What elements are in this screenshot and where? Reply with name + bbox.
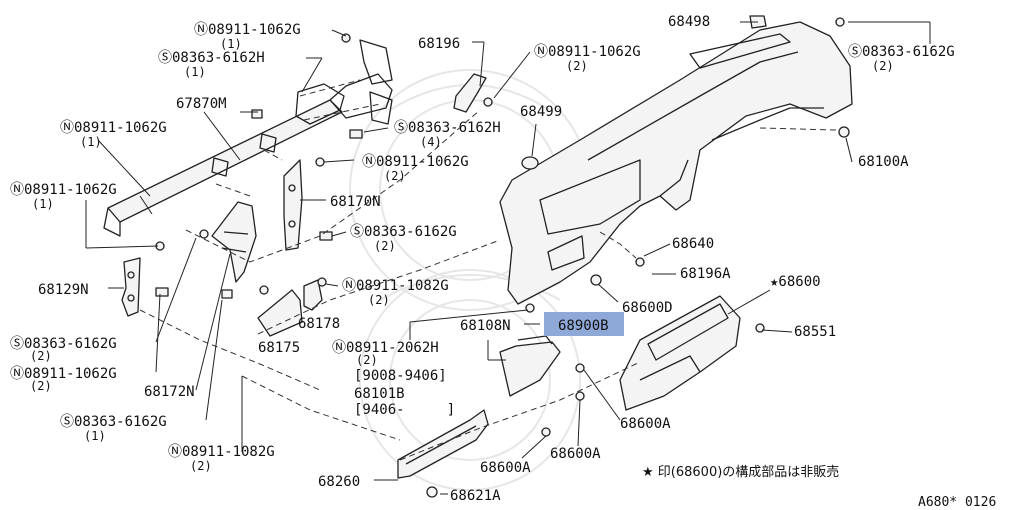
bracket-68178 — [303, 279, 323, 311]
label-68600-star[interactable]: ★68600 — [770, 274, 821, 290]
lower-cover-68260 — [397, 409, 489, 479]
cap-68499 — [521, 156, 539, 170]
label-68175[interactable]: 68175 — [258, 340, 300, 356]
label-qty: (2) — [872, 59, 894, 73]
label-s-08363-6162h-top[interactable]: Ⓢ08363-6162H — [158, 50, 265, 66]
label-68170n[interactable]: 68170N — [330, 194, 381, 210]
label-qty: (2) — [356, 353, 378, 367]
label-qty: (2) — [384, 169, 406, 183]
label-qty: (1) — [80, 135, 102, 149]
label-67870m[interactable]: 67870M — [176, 96, 227, 112]
label-s-08363-6162g-top-right[interactable]: Ⓢ08363-6162G — [848, 44, 955, 60]
assembly-dashed-lines — [139, 79, 837, 461]
label-qty: (4) — [420, 135, 442, 149]
label-s-08363-6162g-bottom[interactable]: Ⓢ08363-6162G — [60, 414, 167, 430]
highlight-68900b — [544, 312, 624, 336]
label-qty: (2) — [374, 239, 396, 253]
label-68600a-2[interactable]: 68600A — [550, 446, 601, 462]
label-s-08363-6162g-mid[interactable]: Ⓢ08363-6162G — [350, 224, 457, 240]
bracket-68196 — [453, 73, 487, 113]
label-n-08911-1062g-top[interactable]: Ⓝ08911-1062G — [194, 22, 301, 38]
label-n-08911-2062h[interactable]: Ⓝ08911-2062H — [332, 340, 439, 356]
steering-member-67870m — [103, 39, 393, 237]
label-qty: (1) — [220, 37, 242, 51]
label-n-08911-1082g-mid[interactable]: Ⓝ08911-1082G — [342, 278, 449, 294]
label-qty: (2) — [190, 459, 212, 473]
label-68551[interactable]: 68551 — [794, 324, 836, 340]
bracket-68175 — [257, 289, 303, 337]
leader-lines — [85, 21, 931, 495]
label-n-08911-1062g-left3[interactable]: Ⓝ08911-1062G — [10, 366, 117, 382]
label-qty: (2) — [30, 379, 52, 393]
label-68196[interactable]: 68196 — [418, 36, 460, 52]
footnote-non-sale: ★ 印(68600)の構成部品は非販売 — [642, 464, 839, 480]
label-68178[interactable]: 68178 — [298, 316, 340, 332]
part-labels: Ⓝ08911-1062G (1) Ⓢ08363-6162H (1) 67870M… — [10, 14, 996, 510]
label-date-range-1: [9008-9406] — [354, 368, 447, 384]
label-68900b[interactable]: 68900B — [558, 318, 609, 334]
label-68101b[interactable]: 68101B — [354, 386, 405, 402]
label-n-08911-1062g-left2[interactable]: Ⓝ08911-1062G — [10, 182, 117, 198]
lid-68900b — [499, 335, 561, 397]
bracket-68170n — [283, 159, 303, 251]
label-68108n[interactable]: 68108N — [460, 318, 511, 334]
label-qty: (1) — [184, 65, 206, 79]
label-n-08911-1082g-bottom[interactable]: Ⓝ08911-1082G — [168, 444, 275, 460]
fasteners — [155, 17, 850, 498]
bracket-68129n — [121, 257, 141, 317]
label-68100a[interactable]: 68100A — [858, 154, 909, 170]
label-n-08911-1062g-left1[interactable]: Ⓝ08911-1062G — [60, 120, 167, 136]
label-n-08911-1062g-mid[interactable]: Ⓝ08911-1062G — [534, 44, 641, 60]
instrument-panel-body — [499, 21, 853, 305]
label-68600a-3[interactable]: 68600A — [480, 460, 531, 476]
bracket-68172n — [211, 201, 257, 283]
label-qty: (1) — [84, 429, 106, 443]
label-68172n[interactable]: 68172N — [144, 384, 195, 400]
label-68196a[interactable]: 68196A — [680, 266, 731, 282]
label-qty: (2) — [566, 59, 588, 73]
label-68498[interactable]: 68498 — [668, 14, 710, 30]
label-68260[interactable]: 68260 — [318, 474, 360, 490]
label-68600a-1[interactable]: 68600A — [620, 416, 671, 432]
label-68129n[interactable]: 68129N — [38, 282, 89, 298]
label-s-08363-6162g-left[interactable]: Ⓢ08363-6162G — [10, 336, 117, 352]
label-68621a[interactable]: 68621A — [450, 488, 501, 504]
label-n-08911-1062g-mid2[interactable]: Ⓝ08911-1062G — [362, 154, 469, 170]
label-68600d[interactable]: 68600D — [622, 300, 673, 316]
label-qty: (2) — [368, 293, 390, 307]
diagram-code: A680* 0126 — [918, 495, 996, 510]
label-qty: (1) — [32, 197, 54, 211]
label-date-range-2: [9406- ] — [354, 402, 455, 418]
label-68499[interactable]: 68499 — [520, 104, 562, 120]
label-s-08363-6162h-mid[interactable]: Ⓢ08363-6162H — [394, 120, 501, 136]
glove-box-68600 — [619, 295, 741, 411]
label-qty: (2) — [30, 349, 52, 363]
label-68640[interactable]: 68640 — [672, 236, 714, 252]
